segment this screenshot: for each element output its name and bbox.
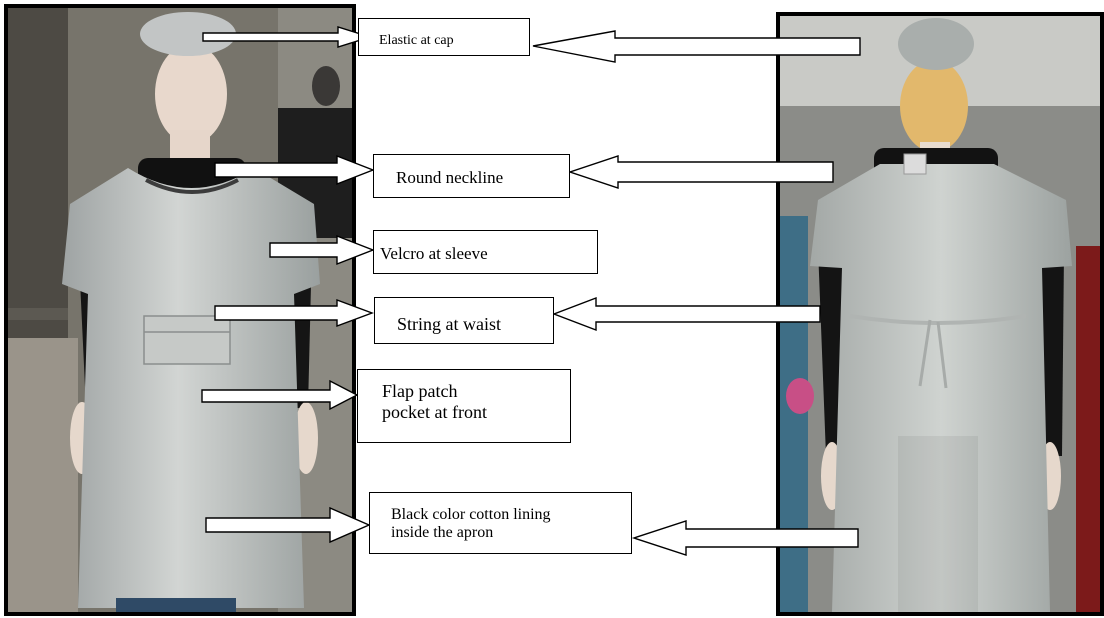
label-flap-patch-pocket-line1: Flap patch xyxy=(382,381,458,401)
label-elastic-at-cap: Elastic at cap xyxy=(358,18,530,56)
label-velcro-at-sleeve: Velcro at sleeve xyxy=(373,230,598,274)
label-black-cotton-lining-line1: Black color cotton lining xyxy=(391,506,551,523)
label-flap-patch-pocket: Flap patch pocket at front xyxy=(357,369,571,443)
label-flap-patch-pocket-line2: pocket at front xyxy=(382,401,487,422)
front-view-illustration xyxy=(8,8,352,612)
label-black-cotton-lining: Black color cotton lining inside the apr… xyxy=(369,492,632,554)
label-string-at-waist: String at waist xyxy=(374,297,554,344)
front-view-photo xyxy=(4,4,356,616)
back-view-photo xyxy=(776,12,1104,616)
label-elastic-at-cap-text: Elastic at cap xyxy=(379,33,454,48)
label-round-neckline: Round neckline xyxy=(373,154,570,198)
label-round-neckline-text: Round neckline xyxy=(396,168,504,187)
label-string-at-waist-text: String at waist xyxy=(397,314,501,334)
label-velcro-at-sleeve-text: Velcro at sleeve xyxy=(380,244,488,263)
back-view-illustration xyxy=(780,16,1100,612)
label-black-cotton-lining-line2: inside the apron xyxy=(391,524,494,542)
